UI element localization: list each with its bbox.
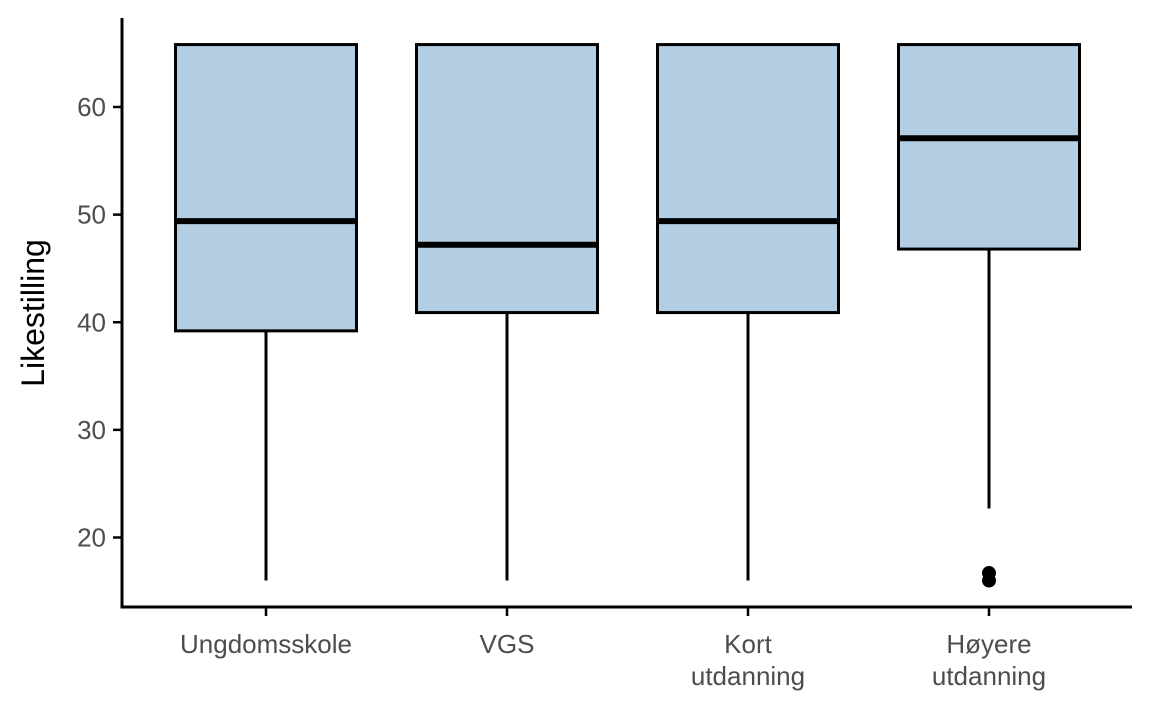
y-tick-label: 40 xyxy=(77,307,106,337)
iqr-box xyxy=(897,43,1081,251)
box-group xyxy=(174,43,358,581)
y-tick-label: 20 xyxy=(77,523,106,553)
iqr-box xyxy=(656,43,840,315)
y-axis-ticks: 20 30 40 50 60 xyxy=(77,92,122,553)
y-tick-label: 30 xyxy=(77,415,106,445)
iqr-box xyxy=(415,43,599,315)
box-group xyxy=(415,43,599,581)
box-group xyxy=(656,43,840,581)
box-group xyxy=(897,43,1081,588)
y-axis-title: Likestilling xyxy=(15,239,51,387)
y-tick-label: 60 xyxy=(77,92,106,122)
x-tick-label: Høyere xyxy=(946,629,1031,659)
y-tick-label: 50 xyxy=(77,200,106,230)
x-tick-label: Kort xyxy=(724,629,772,659)
x-tick-label: utdanning xyxy=(691,661,805,691)
iqr-box xyxy=(174,43,358,333)
x-tick-label: Ungdomsskole xyxy=(180,629,352,659)
x-tick-label: VGS xyxy=(480,629,535,659)
outlier-point xyxy=(982,573,996,588)
x-tick-label: utdanning xyxy=(932,661,1046,691)
boxes-layer xyxy=(174,43,1081,588)
